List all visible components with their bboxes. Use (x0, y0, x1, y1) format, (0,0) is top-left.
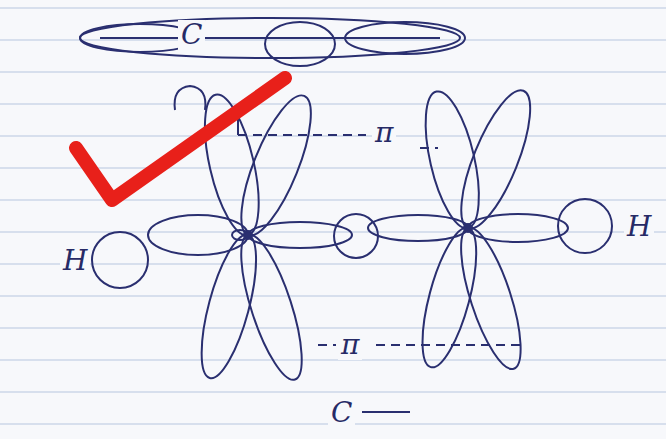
orbital-label: π (338, 330, 362, 360)
orbital-label: H (60, 246, 90, 276)
orbital-label: C (178, 20, 205, 50)
orbital-label: H (624, 212, 654, 242)
orbital-label: π (372, 118, 396, 148)
orbital-label: C (328, 398, 355, 428)
